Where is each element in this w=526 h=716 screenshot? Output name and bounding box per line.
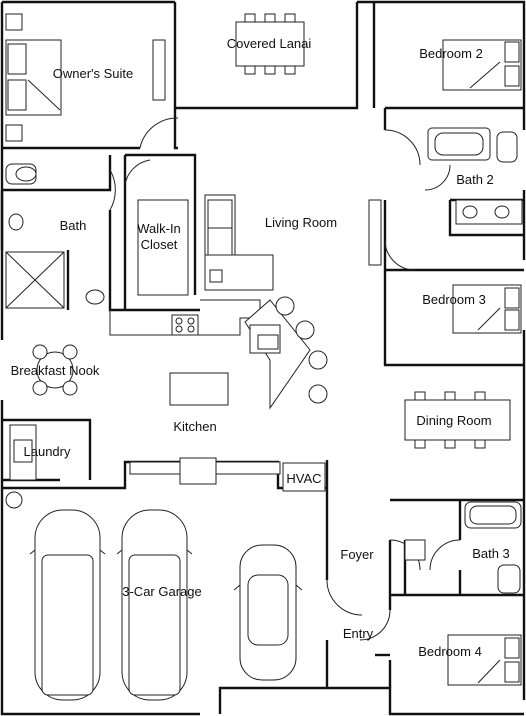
closet-shelf-icon [137, 199, 189, 296]
bed-icon [447, 634, 522, 686]
room-labels: Owner's Suite Covered Lanai Bedroom 2 Ba… [11, 36, 510, 659]
breakfast-nook-label: Breakfast Nook [11, 363, 100, 378]
covered-lanai-label: Covered Lanai [227, 36, 312, 51]
car-icon [233, 544, 303, 681]
stool-icon [308, 384, 328, 404]
garage-label: 3-Car Garage [122, 584, 201, 599]
door-swings [109, 117, 461, 641]
laundry-label: Laundry [24, 444, 71, 459]
dining-room-label: Dining Room [416, 413, 491, 428]
bed-icon [442, 39, 522, 91]
foyer-label: Foyer [340, 547, 374, 562]
van-icon [29, 509, 106, 701]
bath-3-label: Bath 3 [472, 546, 510, 561]
island-icon [169, 372, 229, 406]
stool-icon [308, 350, 328, 370]
hvac-label: HVAC [286, 471, 321, 486]
fixtures [5, 13, 523, 701]
bath-label: Bath [60, 218, 87, 233]
owners-suite-label: Owner's Suite [53, 66, 134, 81]
bedroom-4-label: Bedroom 4 [418, 644, 482, 659]
nightstand-icon [5, 124, 23, 142]
cooktop-icon [171, 314, 199, 336]
toilet-icon [496, 131, 518, 163]
bedroom-3-label: Bedroom 3 [422, 292, 486, 307]
water-heater-icon [5, 491, 23, 509]
walk-in-closet-label-2: Closet [141, 237, 178, 252]
van-icon [116, 509, 193, 701]
hvac-unit [282, 462, 326, 492]
round-table-icon [32, 344, 78, 396]
tv-icon [152, 39, 166, 101]
bed-icon [5, 39, 62, 116]
stool-icon [295, 320, 315, 340]
dining-table-icon [404, 391, 511, 449]
kitchen-label: Kitchen [173, 419, 216, 434]
patio-table-icon [235, 13, 305, 75]
toilet-icon [497, 564, 521, 594]
bed-icon [452, 284, 522, 334]
bath-2-label: Bath 2 [456, 172, 494, 187]
appliance-icon [179, 457, 217, 485]
vanity-icon [404, 539, 426, 561]
kitchen-island-icon [244, 299, 311, 410]
tv-icon [368, 199, 382, 266]
nightstand-icon [5, 13, 23, 31]
walk-in-closet-label: Walk-In [137, 221, 181, 236]
entry-label: Entry [343, 626, 374, 641]
bedroom-2-label: Bedroom 2 [419, 46, 483, 61]
stool-icon [275, 296, 295, 316]
sofa-icon [204, 194, 274, 291]
living-room-label: Living Room [265, 215, 337, 230]
